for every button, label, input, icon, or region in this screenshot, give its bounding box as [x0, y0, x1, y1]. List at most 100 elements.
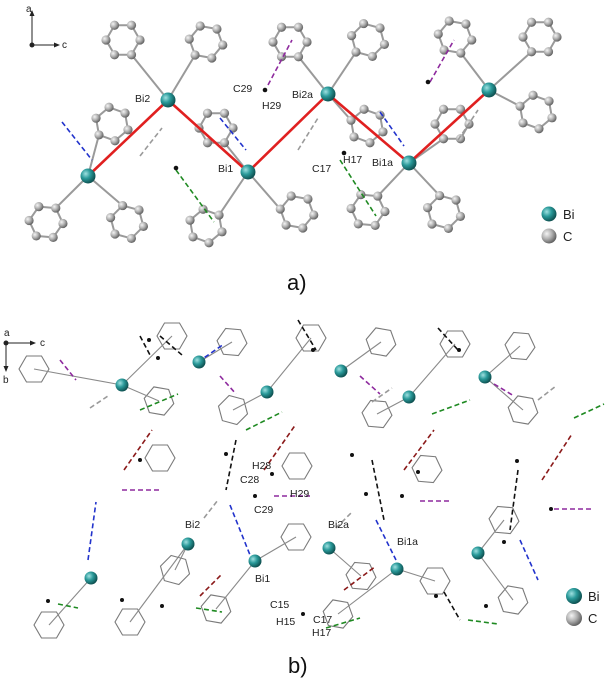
- bond: [488, 50, 533, 91]
- carbon-atom: [202, 108, 213, 118]
- carbon-atom: [184, 34, 194, 44]
- carbon-atom: [543, 17, 554, 27]
- contact-line: [431, 399, 471, 415]
- carbon-atom: [195, 21, 205, 31]
- bond: [337, 568, 398, 615]
- bond: [340, 341, 382, 372]
- atom-label: Bi1a: [397, 536, 418, 548]
- contact-line: [297, 117, 319, 151]
- hydrogen-atom: [416, 470, 420, 474]
- atom-label: H28: [252, 460, 271, 472]
- contact-line: [267, 39, 293, 86]
- carbon-atom: [202, 138, 213, 148]
- contact-line: [371, 459, 385, 521]
- bi-bi-interaction: [247, 93, 329, 173]
- bi-bi-interaction: [327, 93, 410, 164]
- hydrogen-atom: [138, 458, 142, 462]
- atom-label: C29: [233, 83, 252, 95]
- bond: [484, 376, 524, 411]
- contact-line: [429, 39, 455, 83]
- hydrogen-atom: [311, 348, 315, 352]
- carbon-atom: [118, 200, 128, 211]
- contact-line: [403, 429, 435, 471]
- carbon-atom: [286, 191, 296, 201]
- contact-line: [519, 539, 539, 581]
- bismuth-atom: [248, 554, 262, 568]
- carbon-atom: [438, 134, 449, 144]
- carbon-atom: [444, 16, 454, 26]
- bismuth-atom: [160, 92, 176, 108]
- atom-label: Bi2a: [328, 519, 349, 531]
- carbon-atom: [380, 206, 390, 217]
- carbon-atom: [123, 125, 133, 135]
- carbon-atom: [438, 104, 449, 114]
- legend-c-swatch: [566, 610, 582, 626]
- hydrogen-atom: [160, 604, 164, 608]
- contact-line: [123, 429, 153, 471]
- panel-a-structure: [24, 16, 562, 248]
- carbon-atom: [34, 201, 44, 212]
- bond: [377, 162, 410, 197]
- carbon-atom: [190, 50, 200, 60]
- contact-line: [437, 327, 459, 351]
- legend-a: Bi C: [541, 206, 575, 244]
- carbon-atom: [351, 47, 361, 57]
- atom-label: Bi2: [185, 519, 200, 531]
- atom-label: H17: [312, 627, 331, 639]
- phenyl-ring: [411, 454, 443, 484]
- atom-label: C17: [312, 163, 331, 175]
- phenyl-ring: [216, 327, 248, 357]
- carbon-atom: [276, 22, 287, 32]
- hydrogen-atom: [549, 507, 553, 511]
- bond: [460, 52, 490, 91]
- phenyl-ring: [295, 324, 327, 352]
- contact-line: [219, 375, 237, 395]
- phenyl-ring: [281, 452, 313, 480]
- axis-label-b: b: [3, 375, 9, 386]
- atom-label: H29: [290, 488, 309, 500]
- contact-line: [541, 433, 573, 481]
- hydrogen-atom: [120, 598, 124, 602]
- legend-bi-swatch: [566, 588, 582, 604]
- hydrogen-atom: [364, 492, 368, 496]
- hydrogen-atom: [484, 604, 488, 608]
- bond: [297, 56, 329, 95]
- hydrogen-atom: [147, 338, 151, 342]
- contact-line: [339, 159, 377, 217]
- carbon-atom: [346, 203, 356, 214]
- contact-line: [297, 319, 317, 351]
- contact-line: [467, 619, 499, 625]
- contact-line: [225, 439, 237, 491]
- bi-bi-interaction: [408, 89, 490, 164]
- hydrogen-atom: [262, 87, 268, 93]
- phenyl-ring: [159, 554, 191, 586]
- bond: [396, 568, 436, 582]
- phenyl-ring: [507, 395, 539, 425]
- atom-label: Bi1a: [372, 157, 393, 169]
- atom-label: Bi2: [135, 93, 150, 105]
- contact-line: [509, 469, 519, 531]
- atom-labels-a: Bi2 C29 H29 Bi2a Bi1 C17 H17 Bi1a: [135, 83, 393, 175]
- panel-b-packing: [18, 319, 605, 639]
- carbon-atom: [534, 124, 544, 134]
- bond: [477, 552, 514, 601]
- axis-label-c: c: [62, 40, 67, 51]
- atom-label: Bi2a: [292, 89, 313, 101]
- legend-c-swatch: [541, 228, 557, 244]
- carbon-atom: [219, 108, 230, 118]
- bond: [254, 536, 297, 562]
- bond: [48, 577, 92, 626]
- carbon-atom: [293, 52, 304, 62]
- carbon-atom: [298, 223, 308, 233]
- bismuth-atom: [334, 364, 348, 378]
- carbon-atom: [378, 127, 388, 137]
- phenyl-ring: [488, 505, 520, 535]
- panel-caption-b: b): [288, 653, 308, 678]
- carbon-atom: [451, 195, 461, 205]
- bismuth-atom: [471, 546, 485, 560]
- carbon-atom: [104, 102, 114, 112]
- hydrogen-atom: [253, 494, 257, 498]
- carbon-atom: [430, 119, 440, 129]
- bismuth-atom: [478, 370, 492, 384]
